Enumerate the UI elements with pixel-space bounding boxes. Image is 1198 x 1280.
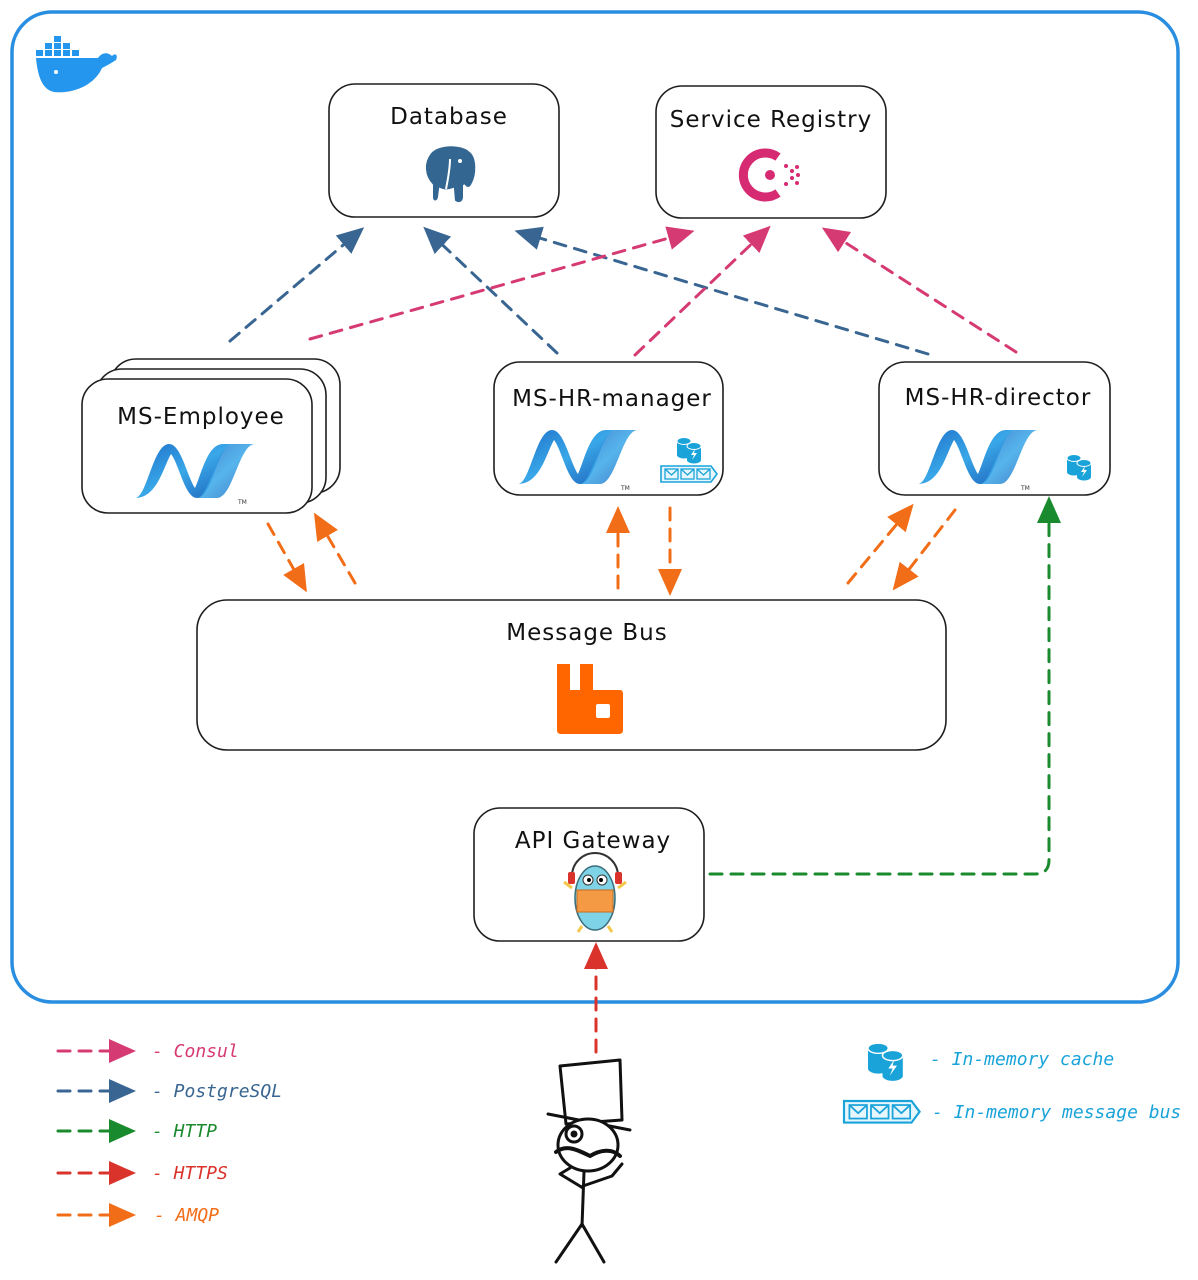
- ms-hr-manager-title: MS-HR-manager: [512, 386, 712, 412]
- ms-hr-manager-node[interactable]: MS-HR-manager: [493, 361, 724, 496]
- legend-item-http: - HTTP: [56, 1119, 217, 1143]
- conn-hrdirector-to-bus: [892, 508, 957, 591]
- legend-label-amqp: - AMQP: [154, 1205, 219, 1226]
- conn-hrmanager-to-database: [423, 226, 559, 355]
- conn-employee-to-bus: [266, 522, 307, 593]
- postgresql-elephant-icon: [424, 144, 478, 205]
- conn-employee-to-registry: [308, 226, 695, 341]
- legend-label-postgresql: - PostgreSQL: [152, 1081, 282, 1102]
- ms-hr-director-title: MS-HR-director: [905, 385, 1092, 411]
- database-title: Database: [390, 104, 508, 130]
- legend-label-http: - HTTP: [152, 1121, 217, 1142]
- legend-label-membus: - In-memory message bus: [932, 1102, 1181, 1123]
- legend-item-https: - HTTPS: [56, 1161, 228, 1185]
- in-memory-message-bus-icon: [842, 1099, 921, 1124]
- service-registry-node[interactable]: Service Registry: [655, 85, 887, 219]
- legend: - Consul - PostgreSQL - HTTP - HTTPS - A…: [56, 1039, 1181, 1227]
- api-gateway-node[interactable]: API Gateway: [473, 807, 705, 942]
- conn-hrdirector-to-database: [514, 226, 930, 356]
- in-memory-cache-icon: [867, 1042, 904, 1082]
- gopher-icon: [563, 852, 627, 933]
- stick-figure-top-hat-icon: [546, 1058, 632, 1264]
- docker-whale-icon: [36, 36, 117, 93]
- service-registry-title: Service Registry: [670, 107, 872, 133]
- database-node[interactable]: Database: [328, 83, 560, 218]
- legend-item-postgresql: - PostgreSQL: [56, 1079, 282, 1103]
- legend-item-membus: - In-memory message bus: [842, 1099, 1181, 1124]
- consul-icon: [738, 148, 800, 202]
- api-gateway-title: API Gateway: [515, 828, 671, 854]
- in-memory-message-bus-icon: [660, 465, 718, 483]
- ms-employee-title: MS-Employee: [117, 404, 285, 430]
- ms-employee-node[interactable]: MS-Employee: [81, 358, 341, 514]
- legend-item-cache: - In-memory cache: [867, 1042, 1114, 1082]
- conn-bus-to-employee: [313, 512, 357, 585]
- ms-hr-director-node[interactable]: MS-HR-director: [878, 361, 1111, 496]
- legend-label-https: - HTTPS: [152, 1163, 228, 1184]
- message-bus-node[interactable]: Message Bus: [196, 599, 947, 751]
- legend-item-consul: - Consul: [56, 1039, 239, 1063]
- legend-label-consul: - Consul: [152, 1041, 239, 1062]
- message-bus-title: Message Bus: [506, 620, 667, 646]
- conn-employee-to-database: [228, 227, 365, 343]
- legend-label-cache: - In-memory cache: [930, 1049, 1114, 1070]
- conn-hrmanager-to-registry: [633, 225, 771, 357]
- conn-gateway-to-hrdirector: [708, 496, 1061, 876]
- legend-item-amqp: - AMQP: [56, 1203, 219, 1227]
- rabbitmq-icon: [557, 664, 623, 734]
- conn-hrdirector-to-registry: [821, 227, 1018, 354]
- conn-bus-to-hrdirector: [846, 503, 914, 585]
